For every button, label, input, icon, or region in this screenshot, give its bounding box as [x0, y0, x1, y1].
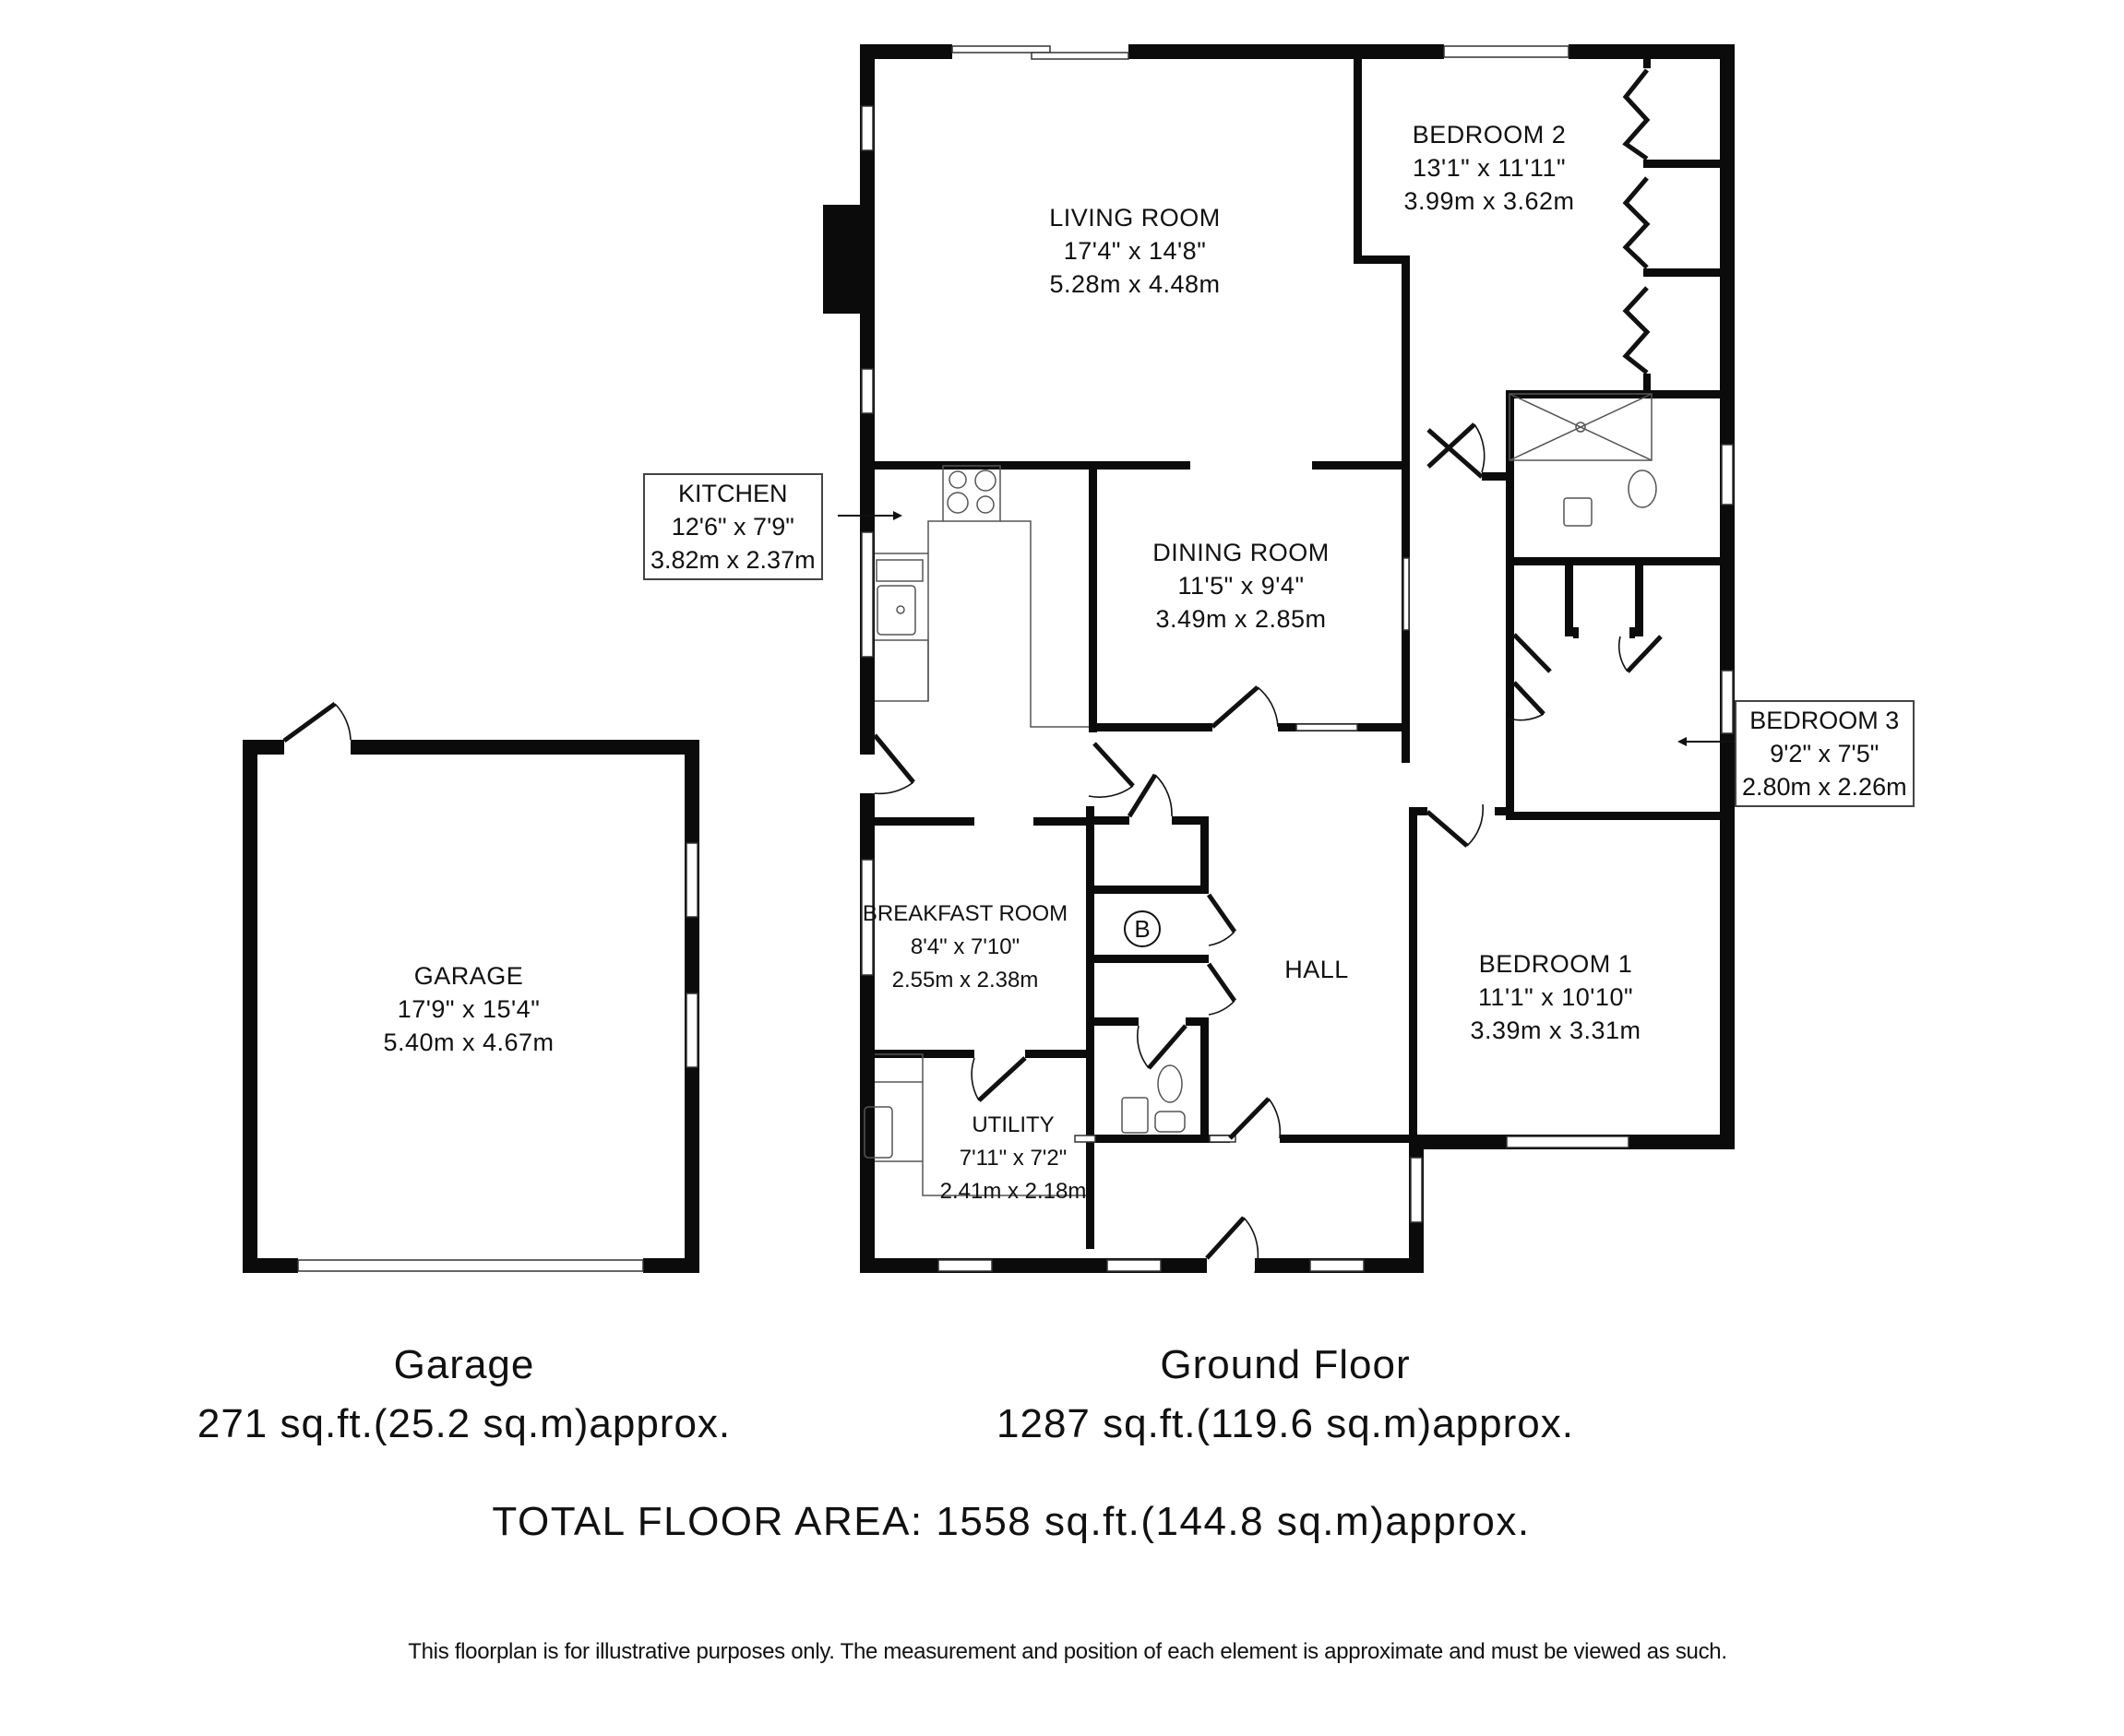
- room-dimensions-metric: 3.39m x 3.31m: [1470, 1017, 1641, 1044]
- room-dimensions-imperial: 12'6" x 7'9": [671, 513, 794, 541]
- room-dimensions-imperial: 13'1" x 11'11": [1412, 154, 1567, 182]
- room-label-bedroom-1: BEDROOM 1 11'1" x 10'10" 3.39m x 3.31m: [1470, 947, 1641, 1047]
- ground-floor-area-summary: Ground Floor 1287 sq.ft.(119.6 sq.m)appr…: [996, 1336, 1574, 1454]
- room-name: BEDROOM 3: [1749, 707, 1900, 734]
- room-dimensions-metric: 5.28m x 4.48m: [1049, 270, 1221, 298]
- disclaimer-text: This floorplan is for illustrative purpo…: [408, 1639, 1727, 1664]
- room-dimensions-metric: 2.55m x 2.38m: [891, 968, 1039, 993]
- floor-title: Garage: [393, 1342, 535, 1387]
- room-name: KITCHEN: [678, 480, 788, 507]
- room-dimensions-metric: 5.40m x 4.67m: [383, 1029, 555, 1056]
- garage-area-summary: Garage 271 sq.ft.(25.2 sq.m)approx.: [197, 1336, 731, 1454]
- room-name: HALL: [1284, 956, 1349, 983]
- room-name: DINING ROOM: [1152, 539, 1330, 566]
- house-walls: [823, 44, 1735, 1273]
- room-callout-bedroom-3: BEDROOM 3 9'2" x 7'5" 2.80m x 2.26m: [1735, 700, 1915, 807]
- room-label-hall: HALL: [1284, 953, 1349, 986]
- room-name: GARAGE: [413, 962, 524, 990]
- room-dimensions-imperial: 11'1" x 10'10": [1477, 983, 1634, 1011]
- floor-title: Ground Floor: [1160, 1342, 1411, 1387]
- room-label-bedroom-2: BEDROOM 2 13'1" x 11'11" 3.99m x 3.62m: [1403, 118, 1574, 218]
- room-dimensions-metric: 3.49m x 2.85m: [1155, 605, 1327, 633]
- room-dimensions-imperial: 8'4" x 7'10": [910, 934, 1020, 959]
- boiler-symbol: B: [1124, 910, 1161, 947]
- garage-walls: [243, 701, 699, 1273]
- room-name: UTILITY: [972, 1112, 1055, 1137]
- room-label-breakfast-room: BREAKFAST ROOM 8'4" x 7'10" 2.55m x 2.38…: [863, 898, 1068, 997]
- fixtures: [838, 393, 1735, 1196]
- room-dimensions-metric: 3.99m x 3.62m: [1403, 187, 1575, 215]
- total-floor-area: TOTAL FLOOR AREA: 1558 sq.ft.(144.8 sq.m…: [492, 1499, 1531, 1544]
- floor-area: 1287 sq.ft.(119.6 sq.m)approx.: [996, 1401, 1574, 1446]
- room-dimensions-imperial: 17'9" x 15'4": [397, 995, 541, 1023]
- room-label-living-room: LIVING ROOM 17'4" x 14'8" 5.28m x 4.48m: [1049, 201, 1221, 301]
- windows: [861, 45, 1734, 1272]
- room-dimensions-imperial: 17'4" x 14'8": [1063, 237, 1207, 265]
- room-dimensions-imperial: 11'5" x 9'4": [1177, 572, 1305, 600]
- floor-area: 271 sq.ft.(25.2 sq.m)approx.: [197, 1401, 732, 1446]
- room-name: BEDROOM 1: [1478, 950, 1633, 978]
- room-dimensions-imperial: 7'11" x 7'2": [959, 1146, 1068, 1171]
- room-dimensions-metric: 3.82m x 2.37m: [650, 546, 816, 574]
- room-callout-kitchen: KITCHEN 12'6" x 7'9" 3.82m x 2.37m: [643, 473, 823, 580]
- room-label-garage: GARAGE 17'9" x 15'4" 5.40m x 4.67m: [383, 959, 554, 1059]
- room-dimensions-metric: 2.41m x 2.18m: [939, 1179, 1087, 1204]
- room-label-dining-room: DINING ROOM 11'5" x 9'4" 3.49m x 2.85m: [1152, 536, 1330, 636]
- doors: [873, 68, 1663, 1274]
- room-dimensions-metric: 2.80m x 2.26m: [1742, 773, 1907, 801]
- room-dimensions-imperial: 9'2" x 7'5": [1770, 740, 1879, 767]
- room-label-utility: UTILITY 7'11" x 7'2" 2.41m x 2.18m: [940, 1109, 1087, 1208]
- room-name: BEDROOM 2: [1412, 121, 1567, 149]
- room-name: LIVING ROOM: [1049, 204, 1221, 232]
- room-name: BREAKFAST ROOM: [862, 901, 1068, 926]
